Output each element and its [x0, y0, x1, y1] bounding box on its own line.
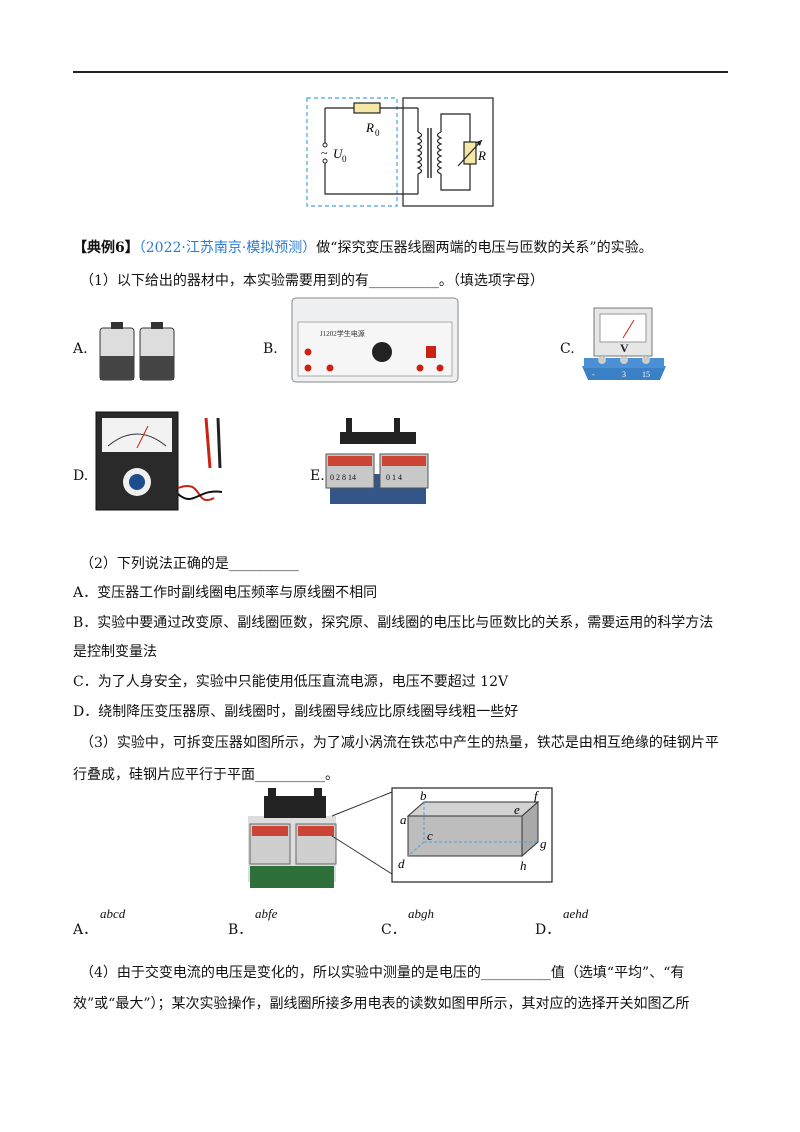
q3-option-b-value: abfe — [255, 906, 278, 921]
primary-coil — [416, 131, 423, 175]
q3-line2: 行叠成，硅钢片应平行于平面__________。 — [73, 767, 339, 783]
q1-option-b-label: B. — [263, 341, 278, 357]
transformer-circuit-diagram: R 0 ~ U 0 R — [306, 97, 494, 207]
transformer-left-scale: 0 2 8 14 — [330, 473, 356, 482]
q1-option-d-label: D. — [73, 468, 89, 484]
example-source: （2022·江苏南京·模拟预测） — [138, 240, 317, 256]
multimeter-image — [95, 411, 223, 511]
q3-option-c-label: C． — [381, 922, 406, 938]
q2-option-d: D．绕制降压变压器原、副线圈时，副线圈导线应比原线圈导线粗一些好 — [73, 704, 519, 720]
voltmeter-v-label: V — [620, 341, 629, 355]
vertex-d: d — [398, 856, 405, 871]
q3-option-a-value: abcd — [100, 906, 126, 921]
q2-option-b-line1: B．实验中要通过改变原、副线圈匝数，探究原、副线圈的电压比与匝数比的关系，需要运… — [73, 615, 714, 631]
vertex-e: e — [514, 802, 520, 817]
q4-line1: （4）由于交变电流的电压是变化的，所以实验中测量的是电压的__________值… — [80, 965, 685, 981]
label-r: R — [477, 148, 486, 163]
q1-text: （1）以下给出的器材中，本实验需要用到的有__________。（填选项字母） — [80, 273, 544, 289]
voltmeter-scale-15: 15 — [642, 370, 650, 379]
q3-line1: （3）实验中，可拆变压器如图所示，为了减小涡流在铁芯中产生的热量，铁芯是由相互绝… — [80, 735, 719, 751]
q2-option-c: C．为了人身安全，实验中只能使用低压直流电源，电压不要超过 12V — [73, 674, 509, 690]
voltmeter-image: V - 3 15 — [582, 307, 666, 380]
q3-option-d-label: D． — [535, 922, 561, 938]
transformer-right-scale: 0 1 4 — [386, 473, 402, 482]
q3-option-c-value: abgh — [408, 906, 434, 921]
transformer-image: 0 2 8 14 0 1 4 — [325, 418, 429, 504]
label-r0: R — [365, 120, 374, 135]
voltmeter-scale-3: 3 — [622, 370, 626, 379]
label-u0-sub: 0 — [342, 154, 347, 164]
q3-option-b-label: B． — [228, 922, 253, 938]
battery-image — [99, 322, 175, 381]
label-tilde: ~ — [321, 146, 328, 160]
label-u0: U — [333, 146, 344, 161]
power-supply-title: J1202学生电源 — [320, 329, 365, 338]
q2-text: （2）下列说法正确的是__________ — [80, 556, 299, 572]
vertex-g: g — [540, 836, 547, 851]
label-r0-sub: 0 — [375, 128, 380, 138]
q3-option-d-value: aehd — [563, 906, 589, 921]
q1-option-c-label: C. — [560, 341, 575, 357]
example-tag: 【典例6】 — [73, 240, 139, 256]
q2-option-b-line2: 是控制变量法 — [73, 644, 157, 660]
vertex-h: h — [520, 858, 527, 873]
vertex-c: c — [427, 828, 433, 843]
header-rule — [73, 71, 728, 73]
power-supply-image: J1202学生电源 — [291, 297, 459, 383]
voltmeter-scale-minus: - — [592, 370, 595, 379]
example-header: 【典例6】（2022·江苏南京·模拟预测）做“探究变压器线圈两端的电压与匝数的关… — [73, 237, 653, 257]
q1-option-a-label: A. — [73, 341, 88, 357]
dashed-frame — [306, 97, 398, 207]
q2-option-a: A．变压器工作时副线圈电压频率与原线圈不相同 — [73, 585, 378, 601]
q1-option-e-label: E. — [310, 468, 325, 484]
vertex-a: a — [400, 812, 407, 827]
secondary-frame — [402, 97, 494, 207]
secondary-coil — [436, 131, 443, 175]
q4-line2: 效”或“最大”）；某次实验操作，副线圈所接多用电表的读数如图甲所示，其对应的选择… — [73, 996, 690, 1012]
resistor-r0 — [353, 102, 381, 114]
example-stem: 做“探究变压器线圈两端的电压与匝数的关系”的实验。 — [316, 240, 653, 256]
q3-option-a-label: A． — [73, 922, 98, 938]
vertex-f: f — [534, 788, 540, 803]
vertex-b: b — [420, 788, 427, 803]
transformer-core-figure: a b c d e f g h — [248, 787, 553, 888]
